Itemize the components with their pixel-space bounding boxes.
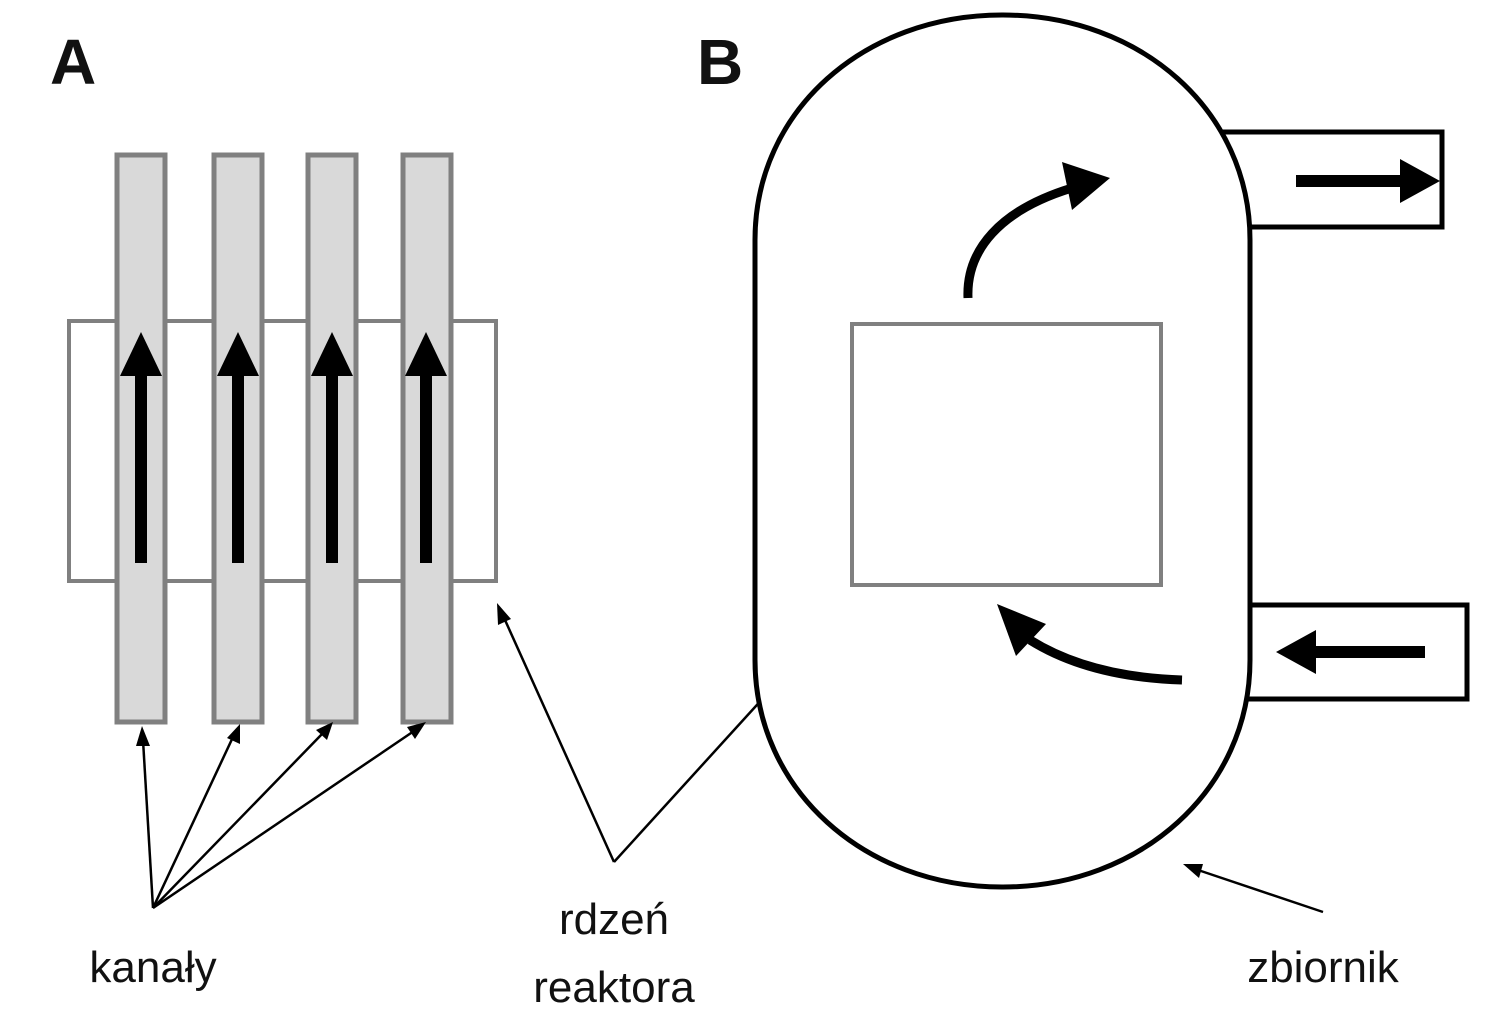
outlet-flow-arrow — [1296, 159, 1440, 203]
tank-callout-arrow — [1183, 864, 1324, 914]
panel-b: B z — [697, 12, 1470, 992]
core-caption-line-2: reaktora — [533, 963, 695, 1012]
panel-a-label: A — [50, 26, 96, 98]
tank-caption: zbiornik — [1247, 943, 1400, 992]
channels-callout-arrows — [136, 722, 426, 910]
inlet-flow-arrow — [1276, 630, 1425, 674]
channels-caption: kanały — [89, 943, 216, 992]
panel-b-core — [850, 322, 1163, 587]
channel-flow-arrow-3 — [311, 332, 353, 563]
channel-flow-arrow-4 — [405, 332, 447, 563]
channel-flow-arrow-2 — [217, 332, 259, 563]
channel-flow-arrow-1 — [120, 332, 162, 563]
panel-b-label: B — [697, 26, 743, 98]
upward-curved-flow-arrow — [963, 162, 1110, 299]
inward-curved-flow-arrow — [997, 604, 1183, 685]
panel-a: A — [50, 26, 498, 992]
core-caption-line-1: rdzeń — [559, 895, 669, 944]
